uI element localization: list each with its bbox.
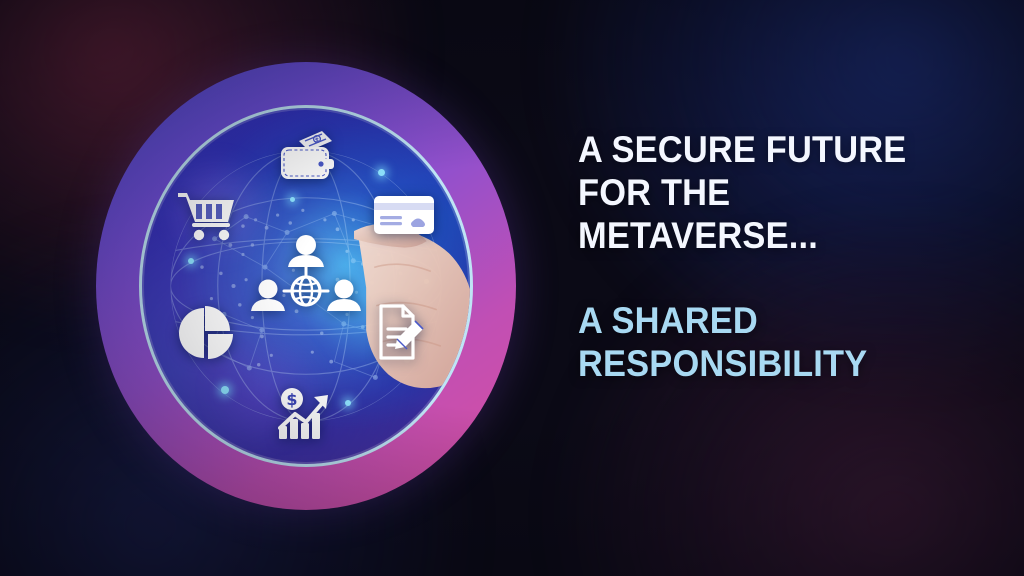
page-subtitle: A Shared Responsibility (578, 300, 868, 384)
headline-block: A Secure Future for the Metaverse... A S… (578, 128, 978, 385)
svg-text:$: $ (286, 390, 297, 409)
light-spark (289, 196, 295, 202)
pie-chart-icon (178, 304, 236, 360)
people-network-globe-icon (250, 233, 362, 325)
globe-disc: $ (138, 105, 474, 467)
light-spark (220, 385, 229, 394)
shopping-cart-icon (176, 189, 238, 241)
metaverse-graphic: $ (96, 62, 516, 510)
light-spark (187, 257, 194, 264)
svg-text:$: $ (315, 137, 319, 144)
credit-card-icon (373, 194, 435, 236)
document-pencil-icon (371, 301, 431, 363)
light-spark (378, 168, 386, 176)
wallet-cash-icon: $ (275, 129, 337, 183)
page-title: A Secure Future for the Metaverse... (578, 129, 907, 256)
growth-chart-dollar-icon: $ (275, 386, 337, 442)
